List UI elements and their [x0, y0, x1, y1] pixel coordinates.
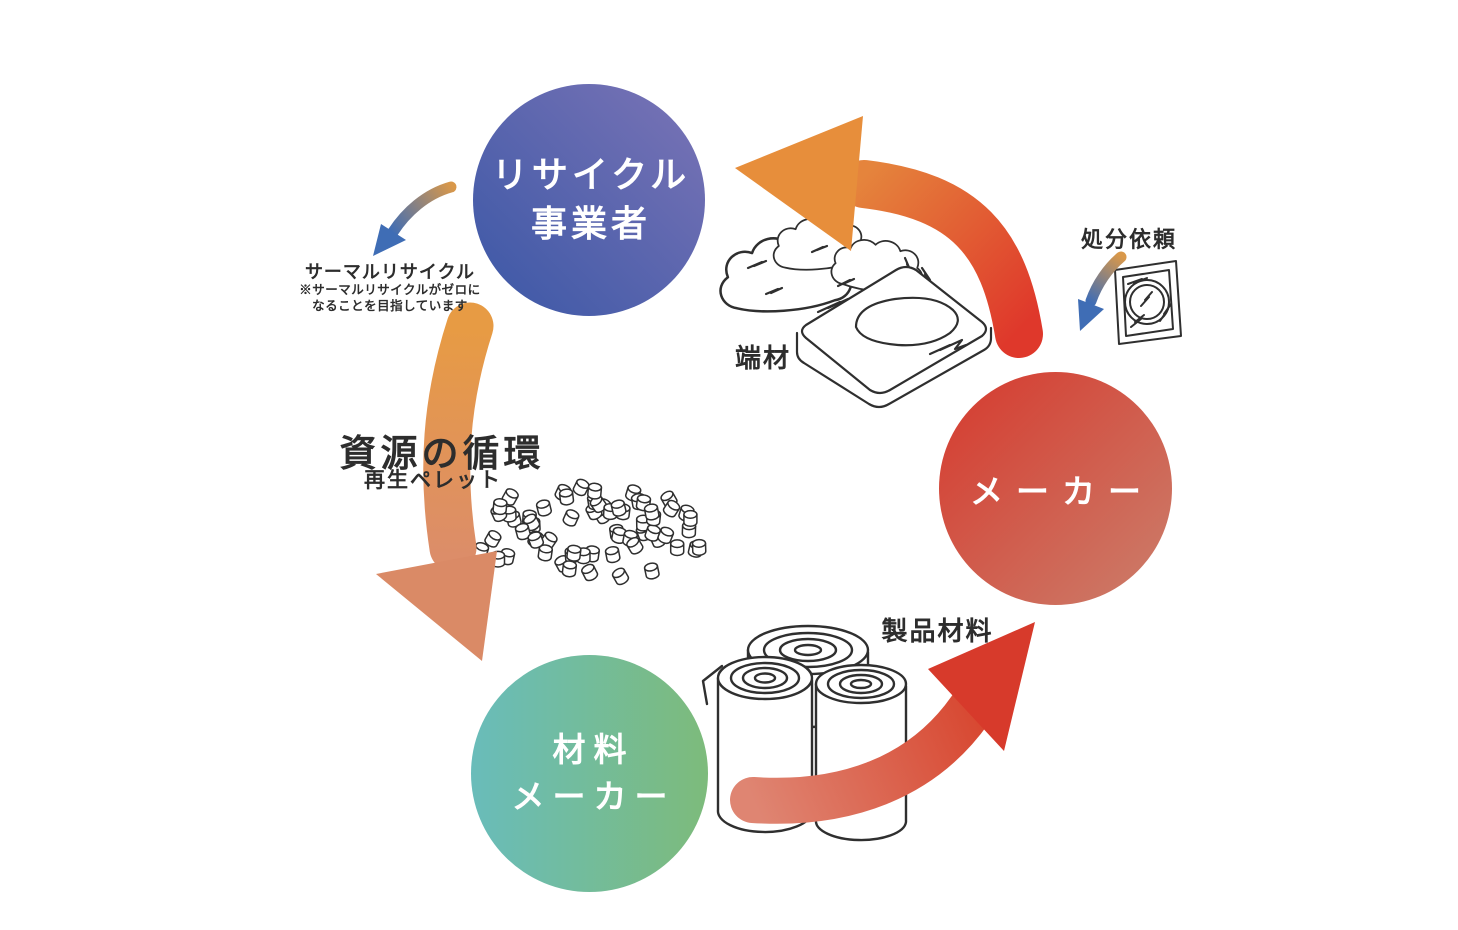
recycler-node: リサイクル 事業者	[473, 84, 705, 316]
scrap-board-illustration	[795, 265, 993, 409]
recycler-label-line2: 事業者	[530, 203, 651, 244]
recycled-pellets-label: 再生ペレット	[364, 469, 502, 492]
recycler-label-line1: リサイクル	[491, 154, 691, 196]
thermal-note-line2: なることを目指しています	[312, 299, 468, 314]
disposal-request-arrow	[1078, 251, 1127, 331]
cycle-arrow-recycler-to-material-maker	[376, 302, 497, 661]
broken-frame-icon	[1114, 260, 1182, 345]
maker-node: メーカー	[939, 372, 1172, 605]
scrap-label: 端材	[734, 343, 791, 373]
cycle-arrow-material-maker-to-maker	[730, 622, 1035, 824]
material-maker-node: 材料 メーカー	[471, 655, 708, 892]
product-materials-label: 製品材料	[881, 616, 994, 646]
thermal-recycle-note: ※サーマルリサイクルがゼロに なることを目指しています	[278, 282, 502, 315]
thermal-note-line1: ※サーマルリサイクルがゼロに	[299, 283, 481, 297]
material-maker-label-line2: メーカー	[511, 777, 676, 815]
thermal-recycle-label: サーマルリサイクル	[304, 262, 476, 282]
maker-label: メーカー	[970, 472, 1154, 510]
material-maker-label-line1: 材料	[552, 731, 635, 769]
cycle-arrow-scrap-to-recycler	[735, 116, 1043, 358]
center-title: 資源の循環	[339, 433, 545, 474]
thermal-recycle-arrow	[373, 181, 457, 256]
disposal-request-label: 処分依頼	[1080, 227, 1177, 252]
